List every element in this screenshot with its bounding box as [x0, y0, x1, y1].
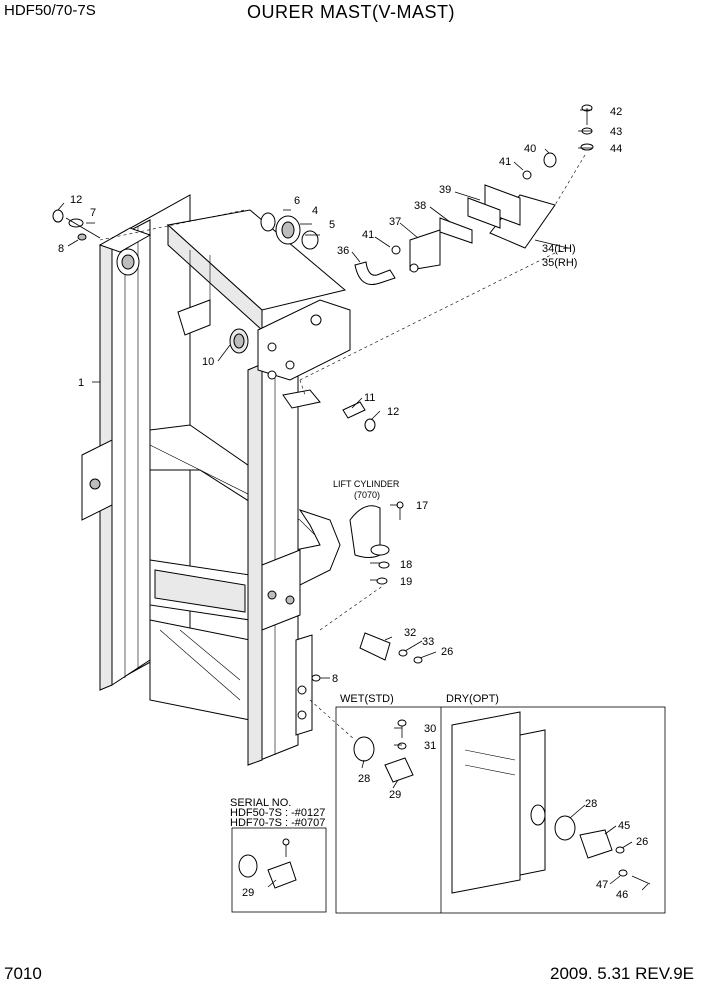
callout-18: 18	[400, 559, 412, 571]
dry-opt-label: DRY(OPT)	[446, 693, 499, 705]
callout-7: 7	[90, 207, 96, 219]
left-mast-rail	[81, 194, 191, 691]
callout-1: 1	[78, 377, 84, 389]
callout-40: 40	[524, 143, 536, 155]
model-code: HDF50/70-7S	[4, 2, 96, 19]
wet-std-parts	[353, 719, 414, 783]
serial-line-1: HDF50-7S : -#0127	[230, 807, 325, 819]
callout-26: 26	[441, 646, 453, 658]
callout-8-lower: 8	[332, 673, 338, 685]
side-roller	[229, 328, 249, 354]
date-revision: 2009. 5.31 REV.9E	[550, 964, 694, 983]
callout-43: 43	[610, 126, 622, 138]
callout-29-wet: 29	[389, 789, 401, 801]
callout-39: 39	[439, 184, 451, 196]
callout-44: 44	[610, 143, 622, 155]
right-mast-rail	[247, 299, 351, 766]
callout-6: 6	[294, 195, 300, 207]
callout-36: 36	[337, 245, 349, 257]
callout-34: 34(LH)	[542, 243, 576, 255]
callout-labels: 1 4 5 6 7 8 8 10 11 12 12 17 18 19 26 26…	[58, 106, 648, 901]
callout-38: 38	[414, 200, 426, 212]
serial-box-parts	[238, 838, 297, 889]
callout-28-wet: 28	[358, 773, 370, 785]
callout-11: 11	[364, 392, 375, 404]
lift-cylinder-code: (7070)	[354, 490, 380, 500]
callout-12-lower: 12	[387, 406, 399, 418]
wet-dry-box	[335, 706, 666, 914]
callout-10: 10	[202, 356, 214, 368]
washer-8-lower	[311, 674, 321, 682]
callout-46: 46	[616, 889, 628, 901]
serial-line-2: HDF70-7S : -#0707	[230, 817, 325, 829]
callout-42: 42	[610, 106, 622, 118]
page-title: OURER MAST(V-MAST)	[246, 2, 455, 22]
callout-26-dry: 26	[636, 836, 648, 848]
wet-std-label: WET(STD)	[340, 693, 394, 705]
callout-31: 31	[424, 740, 436, 752]
pin-assembly	[359, 632, 423, 664]
callout-37: 37	[389, 216, 401, 228]
serial-box	[231, 827, 327, 913]
callout-33: 33	[422, 636, 434, 648]
callout-12-top: 12	[70, 194, 82, 206]
callout-30: 30	[424, 723, 436, 735]
callout-41-lower: 41	[362, 229, 374, 241]
lift-cylinder-mount	[349, 501, 404, 585]
top-bearing-set	[260, 212, 319, 250]
callout-4: 4	[312, 205, 318, 217]
leader-lines	[57, 109, 649, 891]
lift-cylinder-label: LIFT CYLINDER	[333, 479, 400, 489]
callout-17: 17	[416, 500, 428, 512]
callout-29-serial: 29	[242, 887, 254, 899]
callout-8-top: 8	[58, 243, 64, 255]
callout-41-upper: 41	[499, 156, 511, 168]
callout-35: 35(RH)	[542, 257, 577, 269]
diagram-notes: LIFT CYLINDER (7070) WET(STD) DRY(OPT) S…	[230, 479, 499, 829]
bolt-11-nut-12	[342, 401, 376, 432]
upper-bracket-assembly	[354, 104, 594, 285]
callout-28-dry: 28	[585, 798, 597, 810]
serial-title: SERIAL NO.	[230, 797, 291, 809]
page-number: 7010	[4, 964, 42, 983]
lower-plate-bracket	[282, 389, 321, 409]
dry-opt-parts	[451, 711, 651, 894]
callout-19: 19	[400, 576, 412, 588]
callout-5: 5	[329, 219, 335, 231]
callout-32: 32	[404, 627, 416, 639]
top-left-fasteners	[52, 209, 101, 241]
callout-47: 47	[596, 879, 608, 891]
callout-45: 45	[618, 820, 630, 832]
